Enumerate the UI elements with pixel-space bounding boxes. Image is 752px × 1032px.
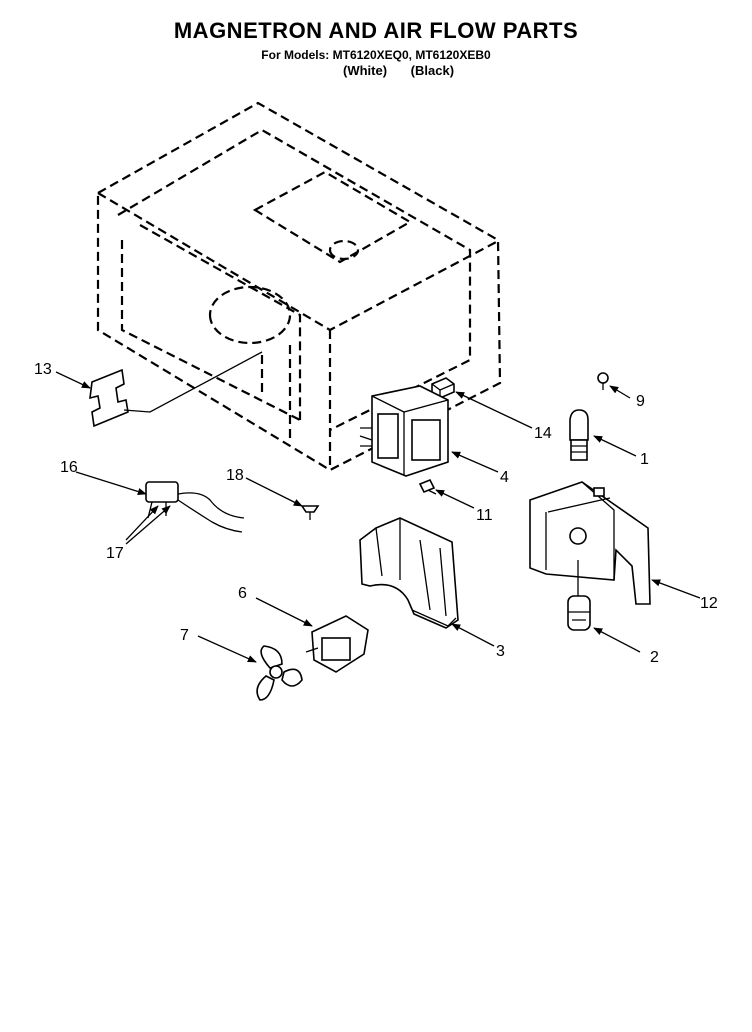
callout-14: 14 xyxy=(534,425,552,442)
part-1-lamp xyxy=(569,409,589,461)
callout-18: 18 xyxy=(226,467,244,484)
callout-4: 4 xyxy=(500,469,509,486)
callout-2: 2 xyxy=(650,649,659,666)
model-variants: (White) (Black) xyxy=(343,63,474,78)
part-7-fan-blade xyxy=(256,645,303,701)
part-16-thermostat xyxy=(145,481,245,533)
cavity-outline xyxy=(96,101,502,472)
callout-11: 11 xyxy=(476,507,493,524)
callout-1: 1 xyxy=(640,451,649,468)
part-6-fan-motor xyxy=(305,615,369,673)
callout-6: 6 xyxy=(238,585,247,602)
callout-labels: 13 14 9 1 4 11 16 17 18 12 3 2 6 7 xyxy=(34,361,718,666)
callout-7: 7 xyxy=(180,627,189,644)
variant-white: (White) xyxy=(343,63,388,78)
part-4-magnetron xyxy=(359,385,449,477)
leader-lines xyxy=(55,371,701,663)
part-2-socket xyxy=(567,560,591,631)
part-12-bracket xyxy=(529,481,651,605)
variant-black: (Black) xyxy=(410,63,455,78)
part-9-screw xyxy=(597,372,609,390)
callout-9: 9 xyxy=(636,393,645,410)
models-line: For Models: MT6120XEQ0, MT6120XEB0 xyxy=(261,48,491,62)
part-13-plate xyxy=(89,351,263,428)
callout-16: 16 xyxy=(60,459,78,476)
part-3-air-guide xyxy=(359,517,459,629)
part-18-clip xyxy=(300,505,320,520)
callout-17: 17 xyxy=(106,545,124,562)
diagram-title: MAGNETRON AND AIR FLOW PARTS xyxy=(173,18,579,43)
callout-3: 3 xyxy=(496,643,505,660)
callout-13: 13 xyxy=(34,361,52,378)
callout-12: 12 xyxy=(700,595,718,612)
part-11-screw xyxy=(418,478,437,495)
